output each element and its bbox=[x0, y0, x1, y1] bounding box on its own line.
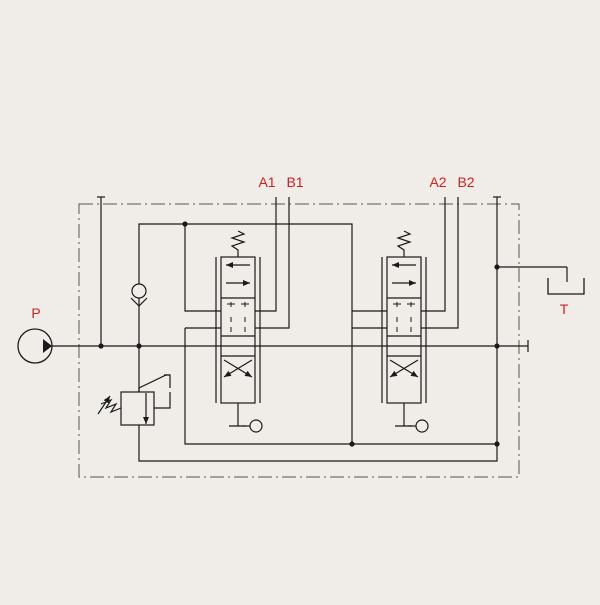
port-labels: P T A1 B1 A2 B2 bbox=[31, 174, 568, 321]
port-b2-label: B2 bbox=[457, 174, 474, 190]
pump-label: P bbox=[31, 305, 40, 321]
check-valve-symbol-icon bbox=[130, 283, 148, 307]
junction-dots bbox=[98, 221, 500, 447]
directional-valve-1-icon bbox=[215, 230, 263, 433]
valve-block-enclosure bbox=[78, 203, 520, 478]
tank-symbol-icon bbox=[547, 278, 585, 295]
pump-symbol-icon bbox=[17, 328, 53, 364]
port-a2-label: A2 bbox=[429, 174, 446, 190]
directional-valve-2-icon bbox=[381, 230, 429, 433]
port-a1-label: A1 bbox=[258, 174, 275, 190]
tank-label: T bbox=[560, 301, 569, 317]
relief-valve-symbol-icon bbox=[97, 374, 171, 426]
port-b1-label: B1 bbox=[286, 174, 303, 190]
